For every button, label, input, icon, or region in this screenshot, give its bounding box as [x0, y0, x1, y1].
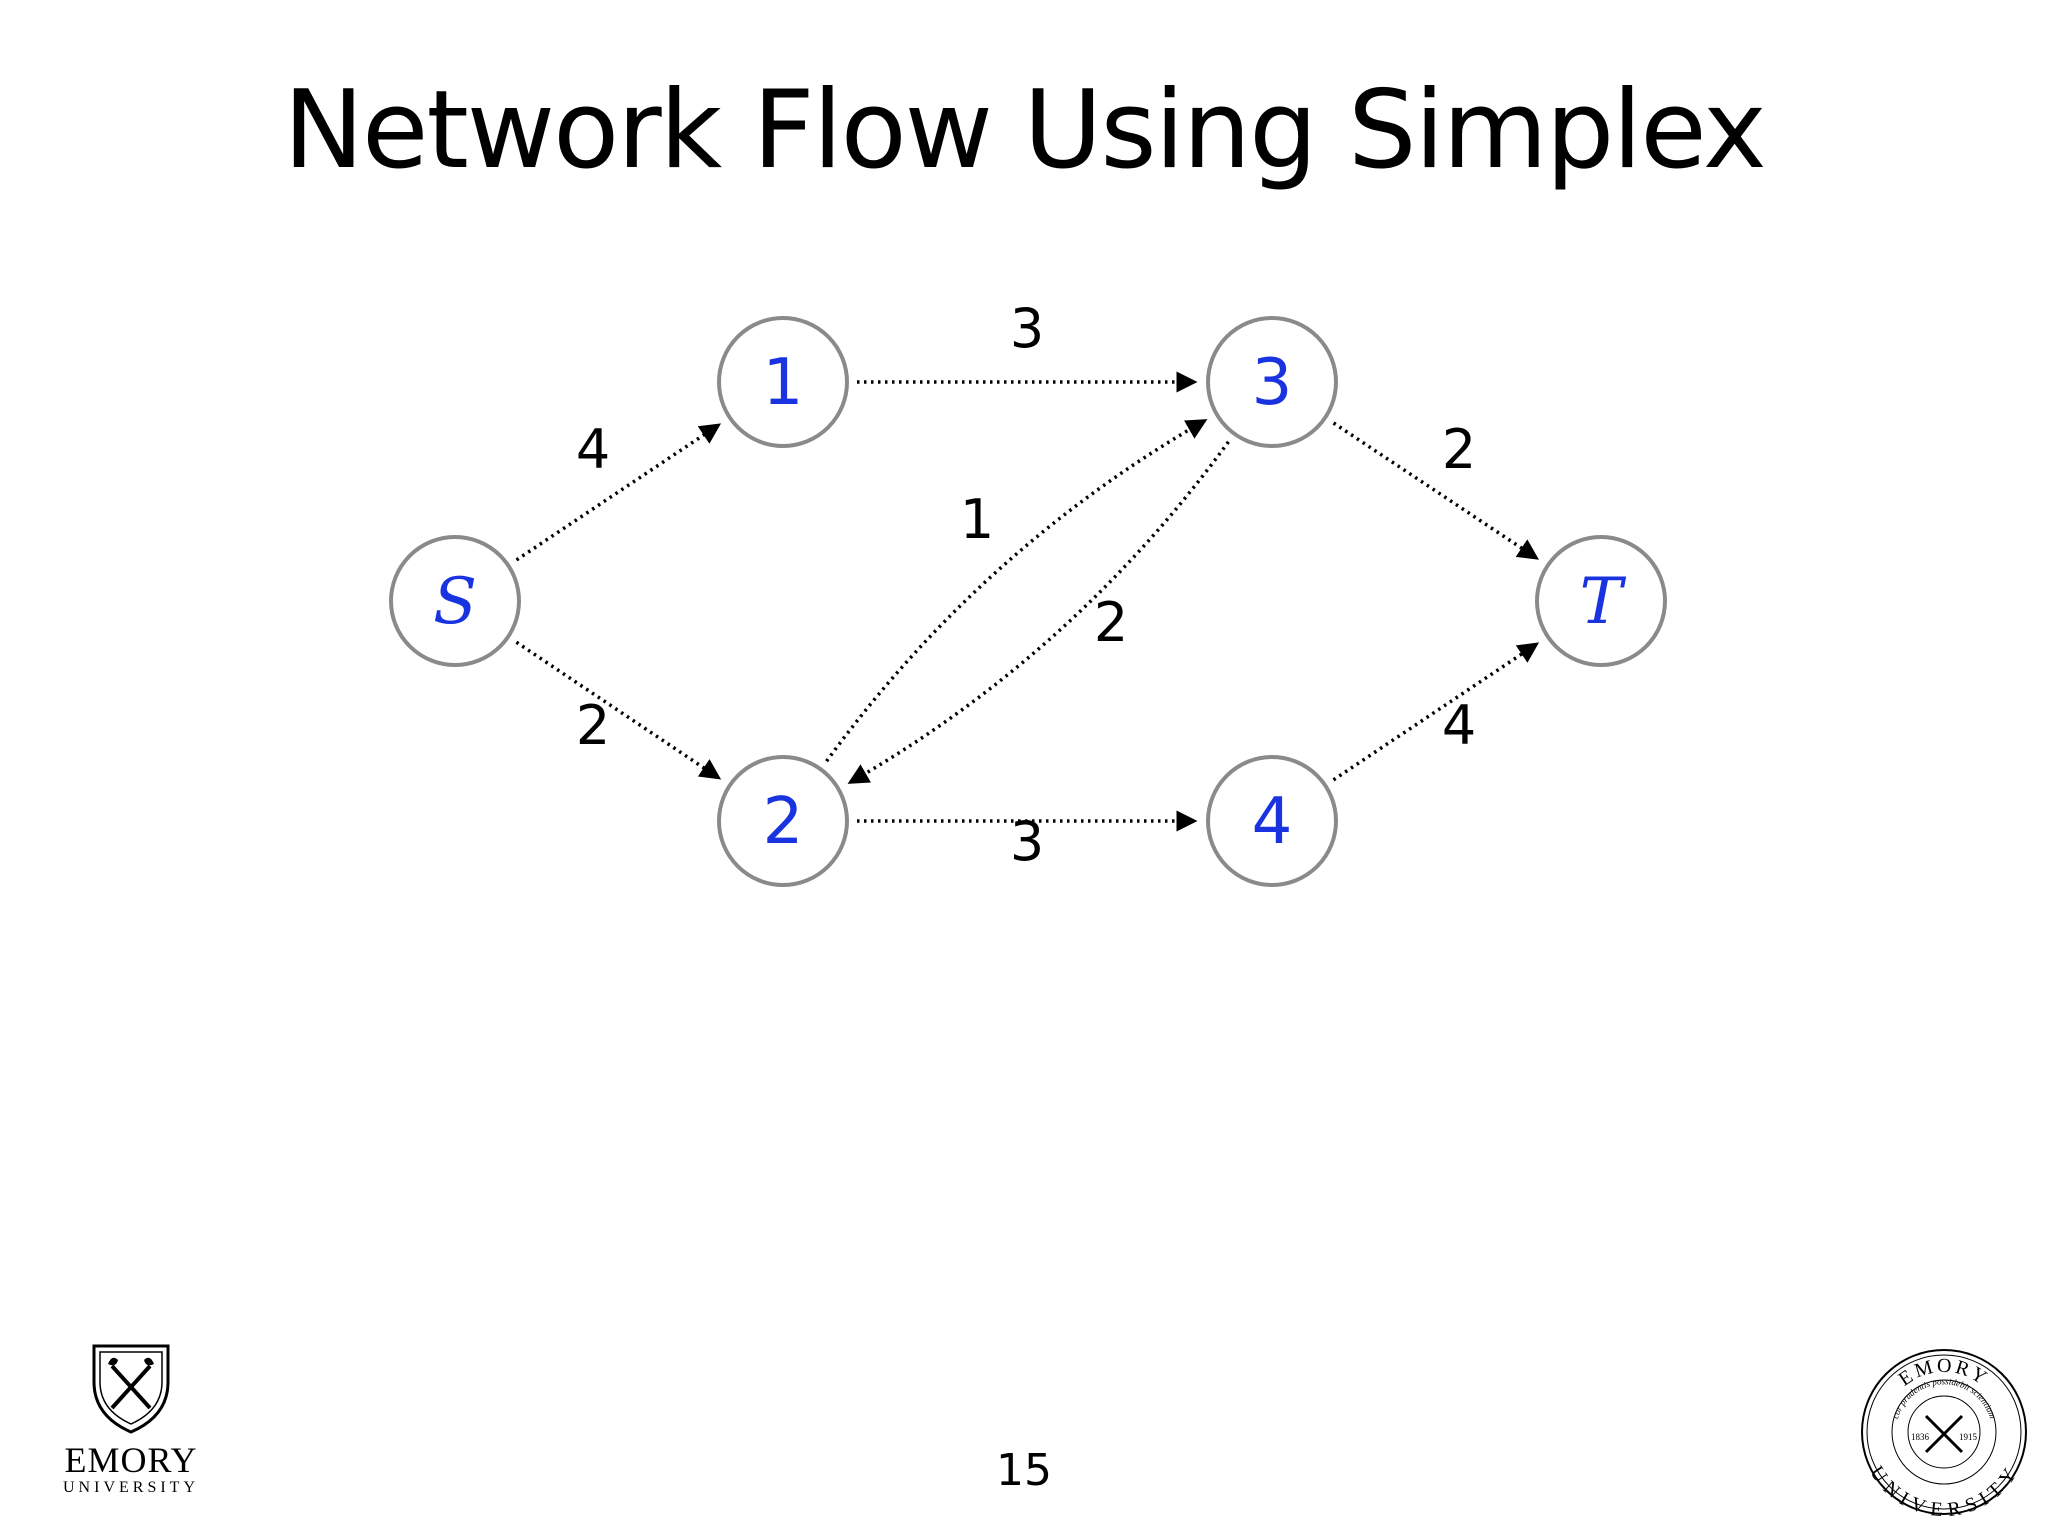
edge-4-to-T	[1332, 642, 1540, 782]
seal-year-left: 1836	[1911, 1432, 1930, 1442]
edge-capacity-1-to-3: 3	[1010, 297, 1044, 360]
logo-subtitle: UNIVERSITY	[63, 1479, 199, 1496]
node-label-4: 4	[1252, 785, 1293, 859]
node-1: 1	[717, 316, 849, 448]
node-4: 4	[1206, 755, 1338, 887]
logo-wordmark: EMORY	[64, 1440, 198, 1480]
edge-capacity-S-to-1: 4	[576, 418, 610, 481]
node-circle-3	[1206, 316, 1338, 448]
page-number: 15	[996, 1445, 1052, 1496]
node-label-T: T	[1580, 565, 1627, 639]
edge-capacity-2-to-4: 3	[1010, 810, 1044, 873]
node-circle-S	[389, 535, 521, 667]
shield-torch-icon	[92, 1344, 170, 1434]
edge-3-to-2	[847, 440, 1230, 784]
edge-S-to-1	[515, 423, 722, 562]
node-circle-T	[1535, 535, 1667, 667]
edge-capacity-2-to-3: 2	[1094, 591, 1128, 654]
edge-2-to-3	[825, 419, 1208, 763]
edges-layer: 4 2 3 1 2 3 2 4	[515, 297, 1540, 873]
university-seal-icon: EMORY UNIVERSITY cor prudentis possidebi…	[1861, 1349, 2027, 1518]
node-3: 3	[1206, 316, 1338, 448]
edge-capacity-S-to-2: 2	[576, 694, 610, 757]
node-label-2: 2	[763, 785, 804, 859]
slide-title: Network Flow Using Simplex	[283, 68, 1767, 193]
edge-S-to-2	[515, 640, 722, 780]
node-label-3: 3	[1252, 346, 1293, 420]
seal-year-right: 1915	[1959, 1432, 1978, 1442]
edge-capacity-3-to-T: 2	[1442, 418, 1476, 481]
node-circle-4	[1206, 755, 1338, 887]
node-2: 2	[717, 755, 849, 887]
emory-logo: EMORY UNIVERSITY	[56, 1342, 206, 1512]
node-circle-2	[717, 755, 849, 887]
edge-capacity-4-to-T: 4	[1442, 694, 1476, 757]
edge-3-to-T	[1332, 421, 1539, 560]
node-S: S	[389, 535, 521, 667]
edge-capacity-3-to-2: 1	[960, 488, 994, 551]
node-circle-1	[717, 316, 849, 448]
node-T: T	[1535, 535, 1667, 667]
node-label-1: 1	[763, 346, 804, 420]
node-label-S: S	[433, 565, 477, 639]
